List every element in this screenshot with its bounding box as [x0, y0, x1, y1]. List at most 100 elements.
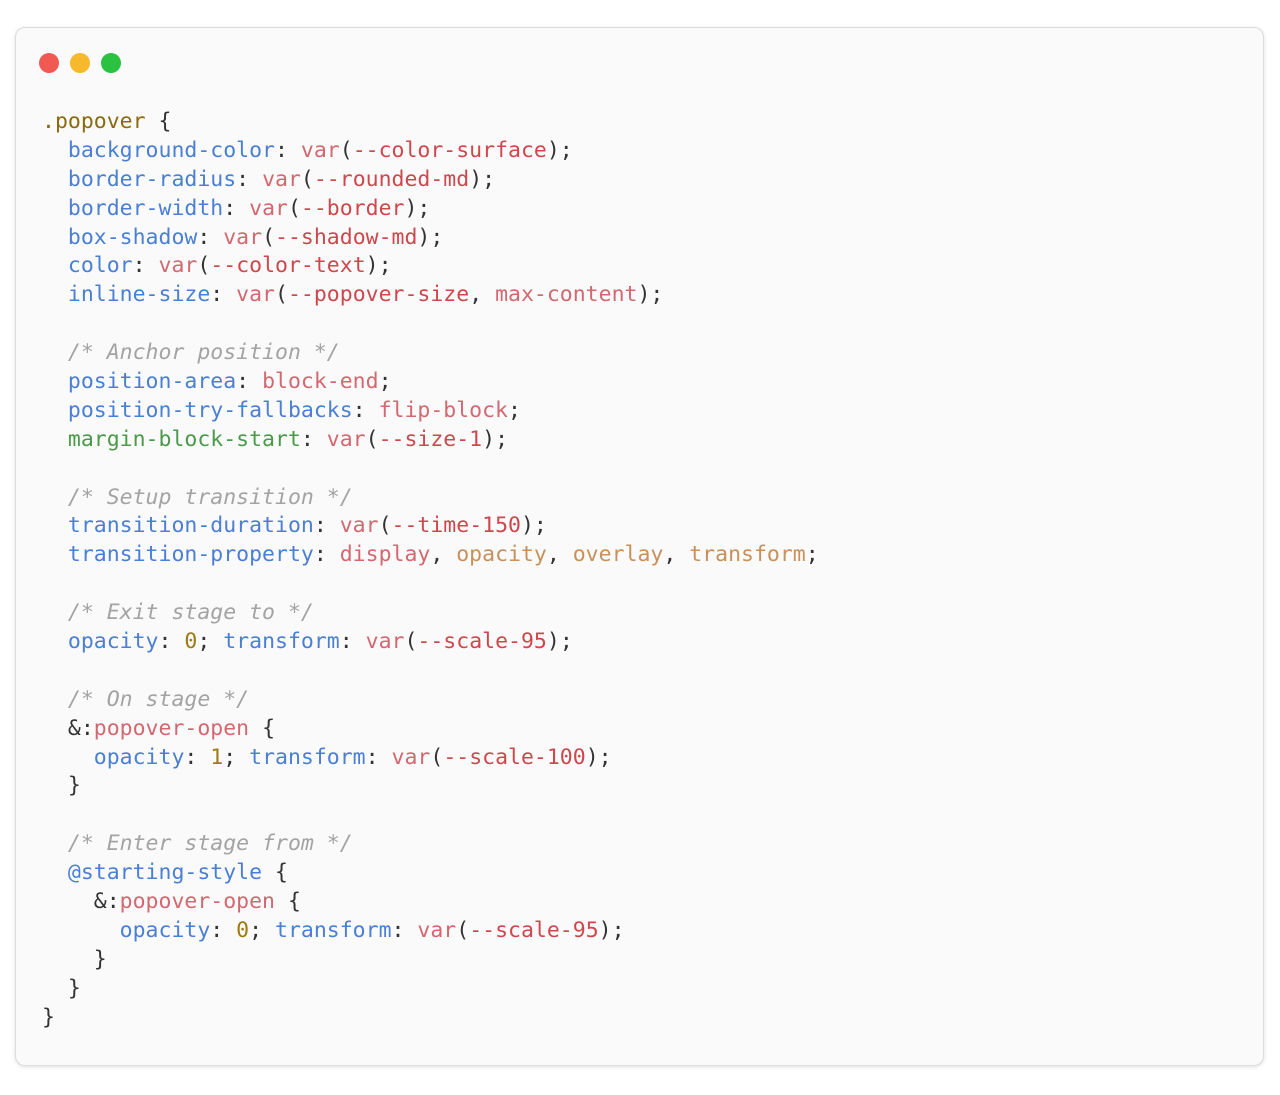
code-token-property: border-radius — [67, 166, 237, 192]
code-token-punctuation: : — [236, 369, 263, 395]
code-line: inline-size: var(--popover-size, max-con… — [42, 281, 819, 310]
code-token-punctuation: : — [223, 195, 250, 221]
code-line: /* Setup transition */ — [42, 484, 819, 513]
code-token-var-function: var — [339, 513, 379, 539]
code-token-punctuation: ; — [223, 744, 250, 770]
code-token-punctuation — [42, 340, 68, 365]
code-line — [42, 310, 819, 339]
code-token-var-function: var — [391, 744, 431, 770]
code-token-punctuation — [42, 629, 68, 654]
code-line: color: var(--color-text); — [42, 252, 819, 281]
code-token-punctuation: ( — [456, 917, 470, 943]
code-token-punctuation: : — [300, 426, 327, 452]
code-token-property: transition-duration — [67, 513, 314, 539]
code-line: opacity: 1; transform: var(--scale-100); — [42, 744, 819, 773]
code-token-punctuation — [42, 369, 68, 394]
code-token-punctuation — [42, 398, 68, 423]
close-button[interactable] — [39, 53, 59, 73]
code-token-punctuation: ); — [520, 513, 547, 539]
code-token-punctuation: ); — [469, 166, 496, 192]
code-token-variable-name: --color-text — [210, 253, 366, 279]
code-token-punctuation — [42, 485, 68, 510]
code-token-punctuation: : — [236, 166, 263, 192]
code-token-punctuation: ( — [275, 282, 288, 308]
code-token-comment: /* Setup transition */ — [67, 484, 353, 510]
code-token-punctuation: &: — [42, 889, 120, 915]
code-token-var-function: var — [249, 195, 288, 221]
code-token-punctuation: ( — [365, 426, 379, 452]
code-token-property: @starting-style — [67, 860, 263, 886]
code-line: } — [42, 772, 819, 801]
code-token-property: inline-size — [67, 282, 211, 308]
code-token-keyword-value: display — [339, 542, 431, 568]
code-block: .popover { background-color: var(--color… — [42, 108, 819, 1033]
code-token-variable-name: --border — [300, 195, 405, 221]
code-line: box-shadow: var(--shadow-md); — [42, 224, 819, 253]
code-token-punctuation: ( — [430, 744, 444, 770]
code-token-var-function: var — [262, 166, 301, 192]
code-token-property: position-area — [67, 369, 237, 395]
code-token-punctuation: ; — [197, 629, 224, 655]
code-token-punctuation: : — [184, 744, 211, 770]
code-token-punctuation — [42, 745, 94, 770]
code-line: border-width: var(--border); — [42, 195, 819, 224]
code-token-number: 0 — [184, 629, 198, 655]
code-line: @starting-style { — [42, 859, 819, 888]
code-token-punctuation: ); — [546, 137, 573, 163]
code-token-punctuation: ); — [585, 744, 612, 770]
code-token-var-function: var — [223, 224, 263, 250]
code-token-punctuation: } — [42, 1004, 55, 1030]
code-window: .popover { background-color: var(--color… — [15, 27, 1264, 1066]
code-token-property: transition-property — [67, 542, 314, 568]
code-line: margin-block-start: var(--size-1); — [42, 426, 819, 455]
code-token-punctuation: : — [197, 224, 224, 250]
code-token-keyword-value: flip-block — [378, 397, 509, 423]
code-token-punctuation — [42, 513, 68, 538]
code-token-punctuation — [42, 860, 68, 885]
code-token-variable-name: --time-150 — [391, 513, 521, 539]
minimize-button[interactable] — [70, 53, 90, 73]
code-token-punctuation: &: — [42, 715, 94, 741]
code-token-var-function: var — [300, 137, 340, 163]
code-line: background-color: var(--color-surface); — [42, 137, 819, 166]
maximize-button[interactable] — [101, 53, 121, 73]
code-token-variable-name: --scale-100 — [443, 744, 586, 770]
code-token-variable-name: --shadow-md — [275, 224, 418, 250]
code-token-variable-name: --scale-95 — [417, 629, 547, 655]
code-token-comment: /* On stage */ — [67, 686, 250, 712]
code-token-variable-name: --size-1 — [378, 426, 483, 452]
code-token-property: position-try-fallbacks — [67, 397, 353, 423]
code-token-property: transform — [275, 917, 392, 943]
code-token-keyword-value: transform — [689, 542, 806, 568]
code-line — [42, 455, 819, 484]
code-token-variable-name: --rounded-md — [313, 166, 470, 192]
code-token-punctuation: ( — [378, 513, 392, 539]
code-token-punctuation: } — [42, 946, 107, 972]
code-line: position-area: block-end; — [42, 368, 819, 397]
code-token-punctuation: ; — [249, 917, 276, 943]
code-line: /* Anchor position */ — [42, 339, 819, 368]
code-line: transition-property: display, opacity, o… — [42, 541, 819, 570]
code-token-property: border-width — [67, 195, 224, 221]
code-token-selector: .popover — [42, 109, 146, 134]
code-token-var-function: var — [236, 282, 276, 308]
code-token-punctuation: } — [42, 975, 81, 1001]
code-token-punctuation — [42, 167, 68, 192]
code-token-punctuation: : — [365, 744, 392, 770]
code-token-punctuation — [42, 427, 68, 452]
code-token-punctuation: : — [352, 397, 379, 423]
code-line: /* On stage */ — [42, 686, 819, 715]
code-token-punctuation: , — [546, 542, 573, 568]
code-token-punctuation: ; — [805, 542, 819, 568]
code-line: /* Enter stage from */ — [42, 830, 819, 859]
code-token-punctuation: ); — [546, 629, 573, 655]
code-token-punctuation: ); — [365, 253, 392, 279]
code-token-property: transform — [249, 744, 366, 770]
code-token-punctuation: } — [42, 773, 81, 799]
code-token-punctuation — [42, 687, 68, 712]
code-token-property: background-color — [67, 137, 275, 163]
code-token-punctuation — [42, 831, 68, 856]
code-line — [42, 570, 819, 599]
code-token-punctuation: { — [145, 109, 172, 134]
code-line — [42, 657, 819, 686]
